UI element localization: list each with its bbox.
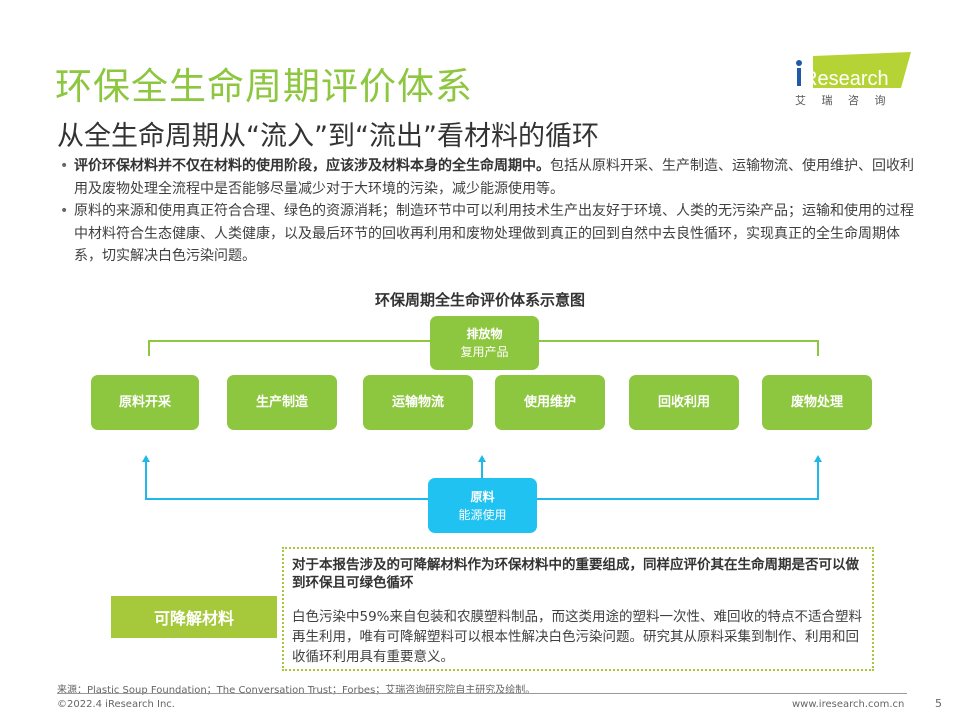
connector <box>148 340 430 342</box>
bullet-bold: 评价环保材料并不仅在材料的使用阶段，应该涉及材料本身的全生命周期中。 <box>74 158 550 174</box>
page-title: 环保全生命周期评价体系 <box>55 65 473 108</box>
footer-divider <box>57 693 907 694</box>
connector <box>481 461 483 478</box>
callout-label: 可降解材料 <box>111 596 277 638</box>
logo-cn-text: 艾 瑞 咨 询 <box>795 94 892 107</box>
arrow-up-icon <box>142 455 150 462</box>
bullet-item: 原料的来源和使用真正符合合理、绿色的资源消耗；制造环节中可以利用技术生产出友好于… <box>60 200 920 268</box>
connector <box>539 340 819 342</box>
bullet-text: 包括从原料开采、生产制造、运输物流、使用维护、回收利用及废物处理全流程中是否能够… <box>74 158 914 197</box>
box-line: 排放物 <box>466 327 503 341</box>
bullet-item: 评价环保材料并不仅在材料的使用阶段，应该涉及材料本身的全生命周期中。包括从原料开… <box>60 155 920 200</box>
svg-text:Research: Research <box>803 68 889 90</box>
iresearch-logo: Research 艾 瑞 咨 询 <box>795 48 913 108</box>
page-subtitle: 从全生命周期从“流入”到“流出”看材料的循环 <box>57 121 599 152</box>
page-number: 5 <box>935 697 942 710</box>
callout-body: 白色污染中59%来自包装和农膜塑料制品，而这类用途的塑料一次性、难回收的特点不适… <box>292 609 863 665</box>
website-link[interactable]: www.iresearch.com.cn <box>792 699 905 710</box>
bullet-list: 评价环保材料并不仅在材料的使用阶段，应该涉及材料本身的全生命周期中。包括从原料开… <box>60 155 920 268</box>
connector <box>148 340 150 356</box>
stage-box: 原料开采 <box>91 375 199 430</box>
diagram-title: 环保周期全生命评价体系示意图 <box>374 291 585 309</box>
callout-box <box>282 547 874 671</box>
box-line: 复用产品 <box>460 345 509 359</box>
connector <box>145 461 147 500</box>
connector <box>817 461 819 500</box>
stage-box: 回收利用 <box>629 375 739 430</box>
stage-box: 废物处理 <box>762 375 872 430</box>
copyright: ©2022.4 iResearch Inc. <box>57 699 175 710</box>
resources-box: 原料能源使用 <box>428 478 537 533</box>
source-note: 来源：Plastic Soup Foundation；The Conversat… <box>57 685 536 696</box>
connector <box>817 340 819 356</box>
bullet-text: 原料的来源和使用真正符合合理、绿色的资源消耗；制造环节中可以利用技术生产出友好于… <box>74 203 914 264</box>
stage-box: 使用维护 <box>495 375 605 430</box>
connector <box>537 498 819 500</box>
box-line: 原料 <box>470 489 495 504</box>
arrow-up-icon <box>478 455 486 462</box>
stage-box: 生产制造 <box>227 375 337 430</box>
arrow-up-icon <box>814 455 822 462</box>
emissions-box: 排放物复用产品 <box>430 316 539 370</box>
callout-heading: 对于本报告涉及的可降解材料作为环保材料中的重要组成，同样应评价其在生命周期是否可… <box>292 557 859 591</box>
box-line: 能源使用 <box>458 507 507 522</box>
connector <box>145 498 428 500</box>
stage-box: 运输物流 <box>363 375 473 430</box>
